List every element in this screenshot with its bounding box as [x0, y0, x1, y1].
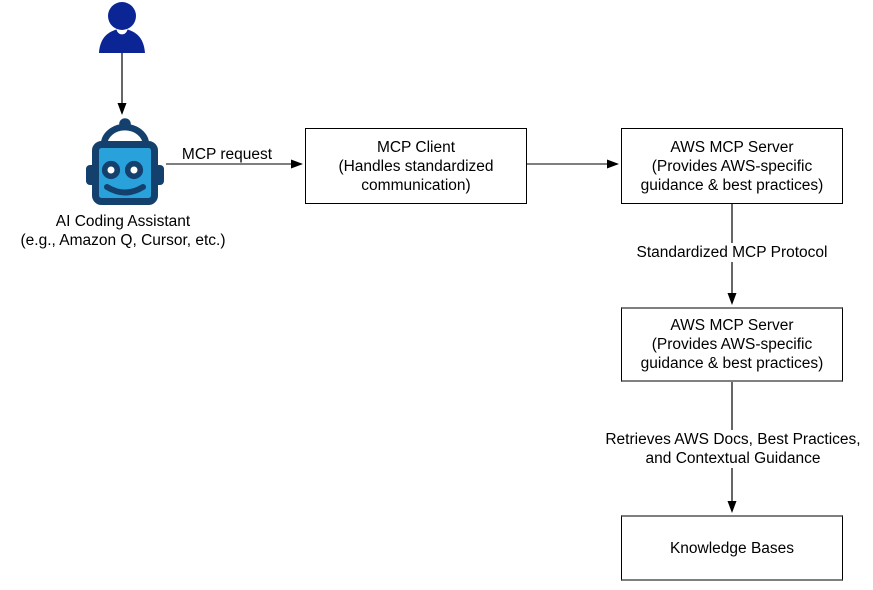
node-aws-mcp-server-2-line1: AWS MCP Server [670, 317, 794, 334]
node-mcp-client: MCP Client (Handles standardized communi… [305, 128, 527, 204]
edge-label-retrieves: Retrieves AWS Docs, Best Practices, and … [593, 430, 873, 468]
edge-label-retrieves-line1: Retrieves AWS Docs, Best Practices, [605, 431, 861, 448]
node-mcp-client-line3: communication) [361, 176, 471, 194]
edge-label-standardized-protocol: Standardized MCP Protocol [627, 243, 837, 262]
person-icon [99, 2, 145, 53]
robot-icon [86, 118, 164, 205]
node-aws-mcp-server-2: AWS MCP Server (Provides AWS-specific gu… [621, 307, 843, 382]
node-aws-mcp-server-1-line3: guidance & best practices) [640, 176, 824, 194]
node-knowledge-bases: Knowledge Bases [621, 515, 843, 581]
edge-label-mcp-request: MCP request [181, 146, 273, 163]
node-mcp-client-line2: (Handles standardized [338, 157, 494, 175]
node-aws-mcp-server-2-line2: (Provides AWS-specific [651, 336, 813, 353]
edge-label-retrieves-line2: and Contextual Guidance [645, 450, 821, 467]
assistant-caption: AI Coding Assistant (e.g., Amazon Q, Cur… [0, 212, 246, 250]
node-aws-mcp-server-1: AWS MCP Server (Provides AWS-specific gu… [621, 128, 843, 204]
node-aws-mcp-server-2-line3: guidance & best practices) [640, 355, 824, 372]
node-aws-mcp-server-1-line2: (Provides AWS-specific [651, 157, 813, 175]
node-knowledge-bases-line1: Knowledge Bases [669, 539, 795, 557]
node-aws-mcp-server-1-line1: AWS MCP Server [670, 138, 794, 156]
assistant-caption-line2: (e.g., Amazon Q, Cursor, etc.) [20, 232, 226, 249]
assistant-caption-line1: AI Coding Assistant [55, 213, 191, 230]
node-mcp-client-line1: MCP Client [376, 138, 456, 156]
